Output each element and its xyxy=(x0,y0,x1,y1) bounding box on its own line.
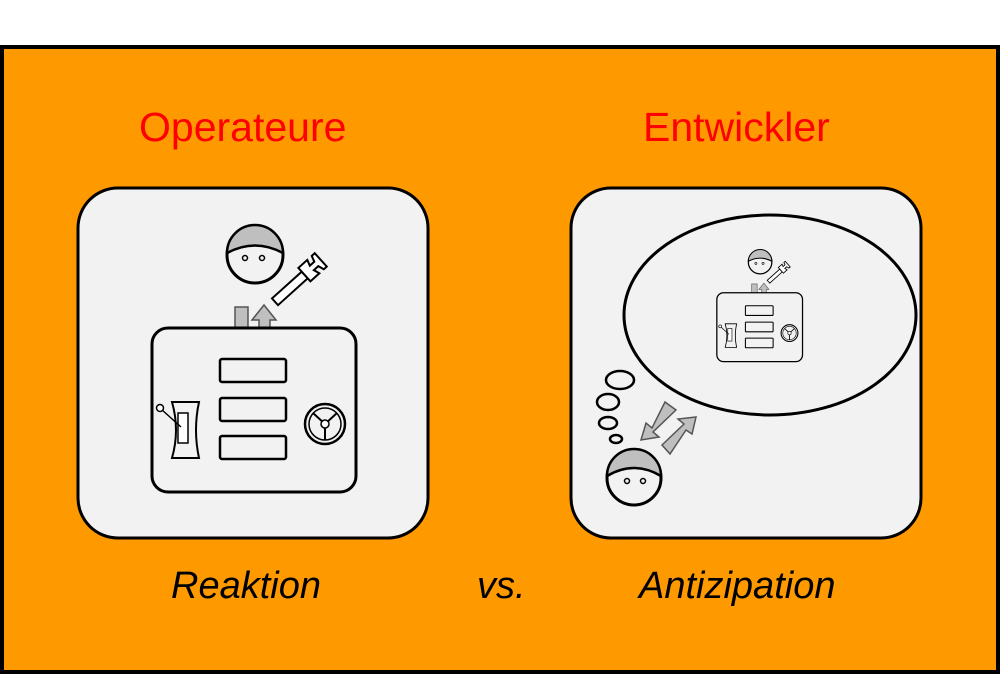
right-caption: Antizipation xyxy=(639,565,836,607)
vs-label: vs. xyxy=(477,565,526,607)
right-title: Entwickler xyxy=(643,104,830,150)
developer-head-icon xyxy=(605,447,663,507)
arrow-from-bubble-icon xyxy=(660,416,697,456)
left-caption: Reaktion xyxy=(171,565,321,607)
left-title: Operateure xyxy=(139,104,347,150)
arrow-to-bubble-icon xyxy=(639,400,678,441)
